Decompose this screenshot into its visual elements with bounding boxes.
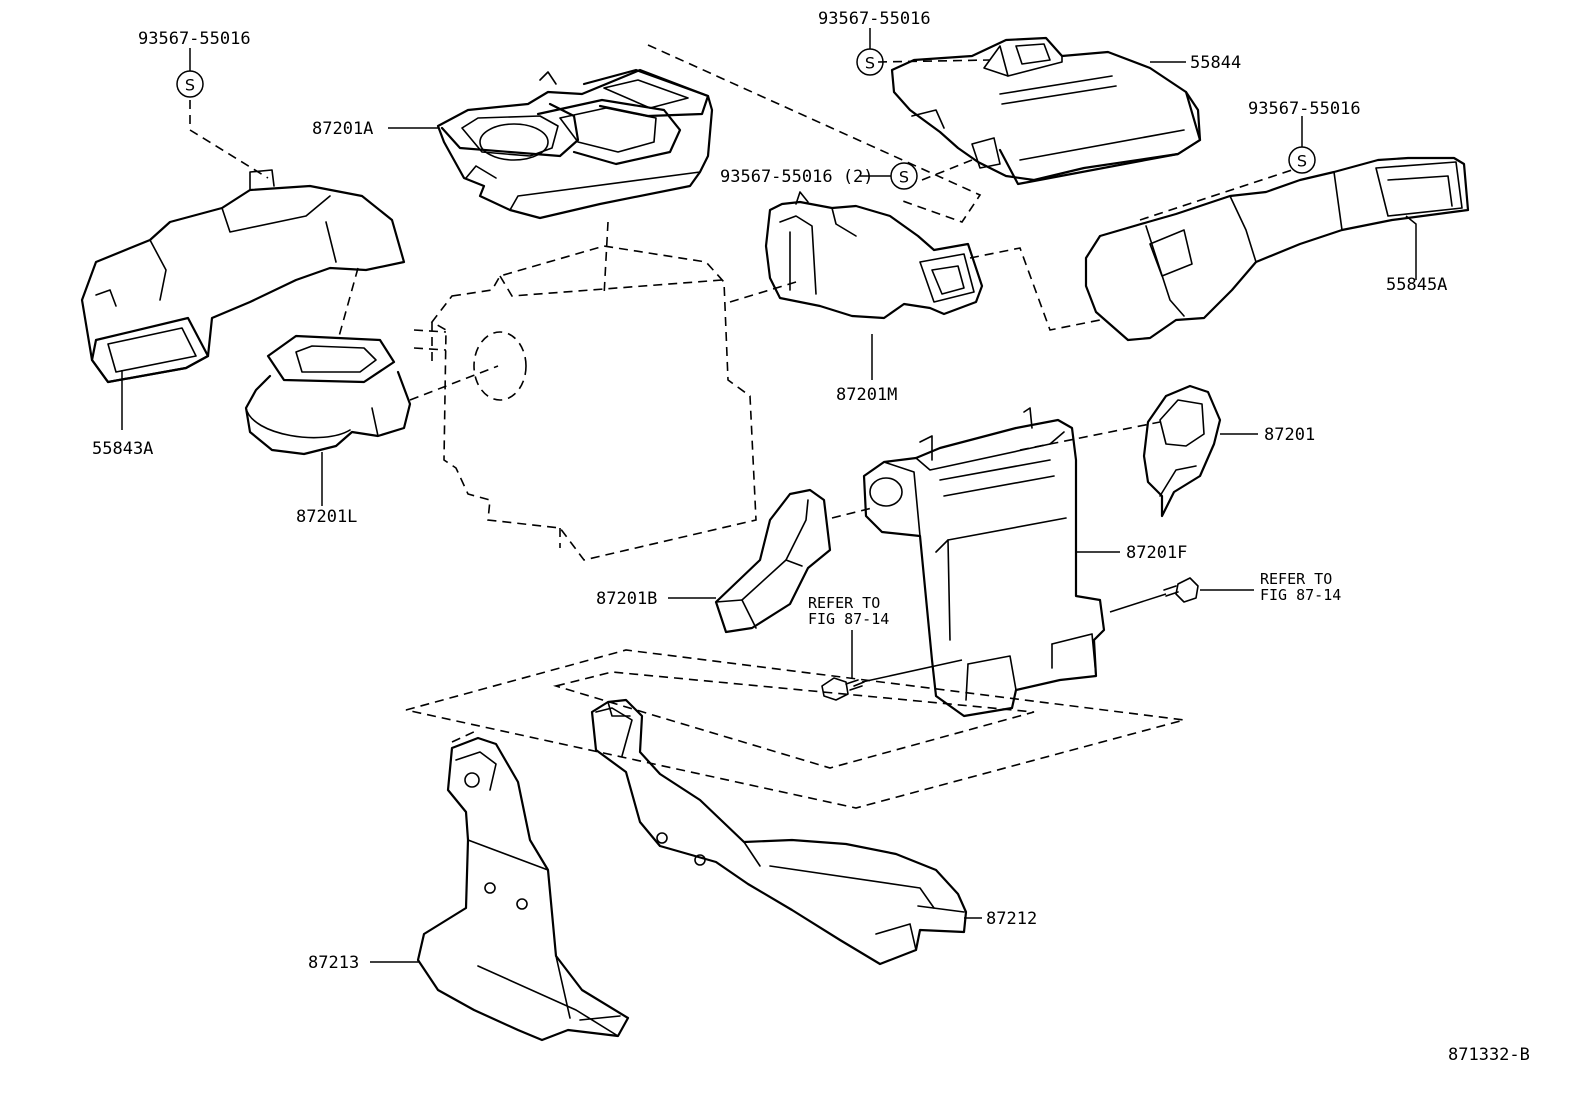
label-55843a: 55843A: [92, 439, 153, 459]
screw-right: [1109, 577, 1199, 613]
refer-note-left-line2: FIG 87-14: [808, 610, 889, 628]
part-87201a-top-register: [436, 68, 714, 220]
label-87201m: 87201M: [836, 385, 897, 405]
part-87201b-elbow: [714, 488, 832, 634]
screw-left: [821, 659, 963, 701]
part-87201m-duct: [764, 191, 984, 320]
clip-symbol-left-letter: S: [185, 76, 195, 95]
assembly-dashed-lines: [189, 44, 1293, 809]
label-clip-top: 93567-55016: [818, 9, 931, 29]
clip-symbol-mid: S: [890, 162, 918, 190]
refer-note-right-line1: REFER TO: [1260, 570, 1332, 588]
label-87201b: 87201B: [596, 589, 657, 609]
clip-symbol-left: S: [176, 70, 204, 98]
clip-symbol-right: S: [1288, 146, 1316, 174]
label-87201f: 87201F: [1126, 543, 1187, 563]
leader-lines: [121, 28, 1417, 963]
part-labels: 93567-55016 93567-55016 93567-55016 9356…: [92, 9, 1447, 973]
label-55845a: 55845A: [1386, 275, 1447, 295]
part-55843a-duct: [80, 169, 406, 384]
part-87213-duct: [416, 736, 630, 1042]
heater-unit-assembly: [413, 245, 757, 561]
label-clip-left: 93567-55016: [138, 29, 251, 49]
label-87201: 87201: [1264, 425, 1315, 445]
clip-symbol-top-letter: S: [865, 54, 875, 73]
refer-note-right: REFER TO FIG 87-14: [1200, 570, 1341, 604]
part-55844-duct: [890, 36, 1202, 186]
refer-note-left: REFER TO FIG 87-14: [808, 594, 889, 678]
refer-note-right-line2: FIG 87-14: [1260, 586, 1341, 604]
part-87201-elbow: [1142, 384, 1222, 518]
part-87201f-duct: [862, 407, 1106, 718]
part-87201l-elbow: [244, 334, 412, 456]
label-87201l: 87201L: [296, 507, 357, 527]
label-87213: 87213: [308, 953, 359, 973]
part-55845a-duct: [1084, 156, 1470, 342]
refer-note-left-line1: REFER TO: [808, 594, 880, 612]
figure-id: 871332-B: [1448, 1045, 1530, 1065]
label-87201a: 87201A: [312, 119, 373, 139]
label-clip-right: 93567-55016: [1248, 99, 1361, 119]
clip-symbol-right-letter: S: [1297, 152, 1307, 171]
clip-symbol-mid-letter: S: [899, 168, 909, 187]
label-87212: 87212: [986, 909, 1037, 929]
label-55844: 55844: [1190, 53, 1241, 73]
label-clip-mid: 93567-55016 (2): [720, 167, 874, 187]
part-87212-duct: [590, 698, 968, 966]
